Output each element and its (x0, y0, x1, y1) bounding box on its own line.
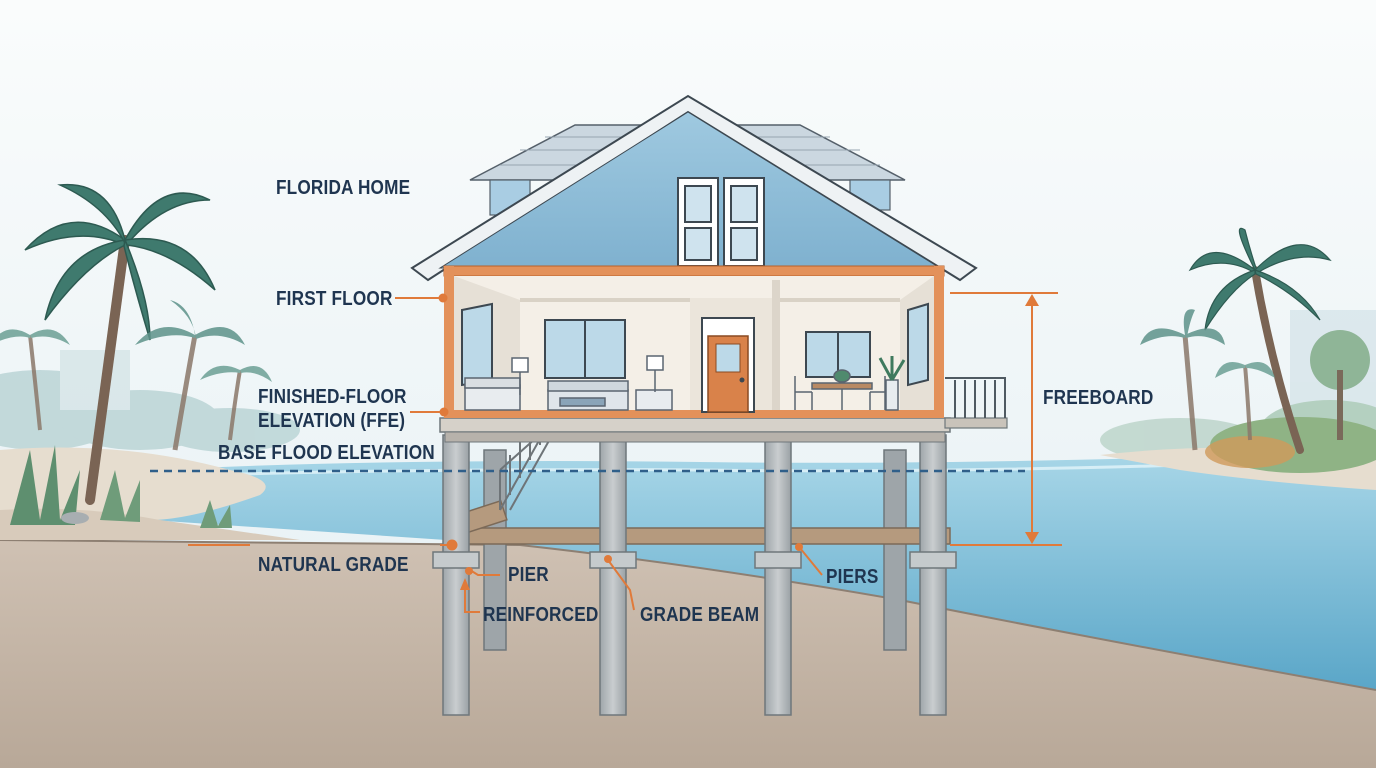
front-door (701, 317, 755, 413)
living-room-window (544, 319, 626, 379)
kitchen-window (805, 331, 871, 378)
natural-grade-label: NATURAL GRADE (258, 554, 409, 576)
pier-label: PIER (508, 564, 549, 586)
pointer-arrowheads (460, 578, 470, 590)
palm-tree-left-large (24, 183, 216, 505)
palm-tree-right-large (1188, 227, 1332, 454)
piers-front-row (432, 434, 957, 716)
roof-gable (410, 94, 978, 282)
beach-shrubs-left (10, 445, 232, 528)
grade-beam (454, 527, 951, 545)
callout-dots (438, 293, 803, 575)
side-windows (461, 302, 929, 387)
left-shore (0, 447, 266, 520)
ffe-label-line1: FINISHED-FLOOR (258, 386, 407, 408)
ground-section (0, 540, 1376, 768)
ffe-label-line2: ELEVATION (FFE) (258, 410, 406, 432)
side-porch (944, 417, 1008, 429)
grade-beam-label: GRADE BEAM (640, 604, 760, 626)
first-floor-outline (443, 265, 945, 277)
dining-furniture (794, 356, 906, 411)
palm-tree-right-small (1140, 309, 1275, 451)
floor-deck (439, 417, 951, 433)
living-room-furniture (464, 355, 673, 411)
palm-tree-left-small (0, 300, 272, 451)
reinforced-label: REINFORCED (483, 604, 599, 626)
first-floor-label: FIRST FLOOR (276, 288, 393, 310)
piers-label: PIERS (826, 566, 879, 588)
diagram-title: FLORIDA HOME (276, 177, 411, 199)
base-flood-elevation-label: BASE FLOOD ELEVATION (218, 442, 435, 464)
freeboard-label: FREEBOARD (1043, 387, 1154, 409)
attic-windows (677, 177, 765, 267)
freeboard-arrowheads (1025, 294, 1039, 544)
